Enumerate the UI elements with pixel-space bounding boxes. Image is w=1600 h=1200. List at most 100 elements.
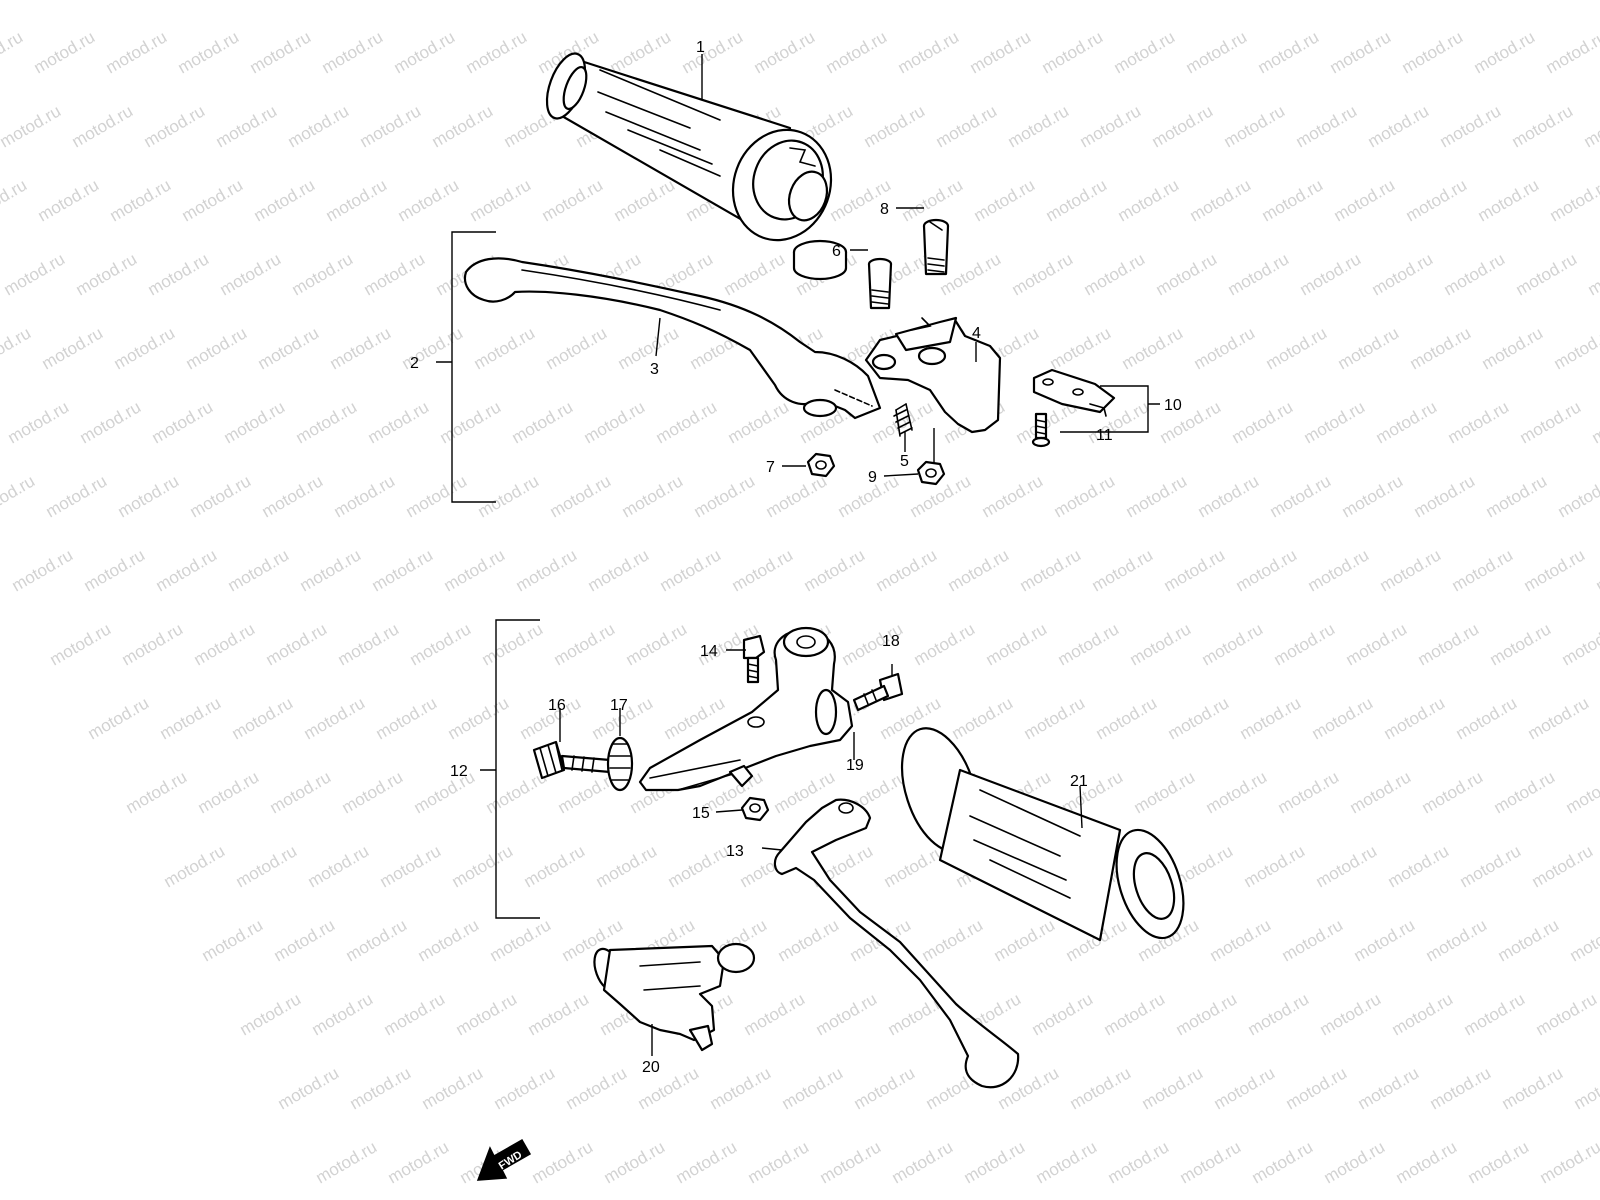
watermark-text: motod.ru	[453, 989, 521, 1039]
watermark-text: motod.ru	[547, 471, 615, 521]
watermark-text: motod.ru	[213, 101, 281, 151]
watermark-text: motod.ru	[983, 619, 1051, 669]
watermark-text: motod.ru	[301, 693, 369, 743]
watermark-text: motod.ru	[1021, 693, 1089, 743]
watermark-text: motod.ru	[1199, 619, 1267, 669]
watermark-text: motod.ru	[77, 397, 145, 447]
watermark-text: motod.ru	[721, 249, 789, 299]
watermark-text: motod.ru	[123, 767, 191, 817]
watermark-text: motod.ru	[0, 471, 38, 521]
watermark-text: motod.ru	[1081, 249, 1149, 299]
watermark-text: motod.ru	[1207, 915, 1275, 965]
watermark-text: motod.ru	[725, 397, 793, 447]
watermark-text: motod.ru	[1377, 545, 1445, 595]
watermark-text: motod.ru	[353, 0, 421, 3]
callout-19: 19	[846, 757, 864, 774]
watermark-text: motod.ru	[1347, 767, 1415, 817]
watermark-text: motod.ru	[1115, 175, 1183, 225]
watermark-text: motod.ru	[145, 249, 213, 299]
watermark-text: motod.ru	[615, 323, 683, 373]
watermark-text: motod.ru	[551, 619, 619, 669]
watermark-text: motod.ru	[65, 0, 133, 3]
watermark-text: motod.ru	[1365, 101, 1433, 151]
watermark-text: motod.ru	[509, 397, 577, 447]
watermark-text: motod.ru	[1327, 27, 1395, 77]
callout-2: 2	[410, 355, 419, 372]
callout-3: 3	[650, 361, 659, 378]
watermark-text: motod.ru	[483, 767, 551, 817]
long-bolt	[922, 218, 950, 276]
watermark-text: motod.ru	[1407, 323, 1475, 373]
adjuster-nut	[606, 736, 634, 792]
clamp-bolt	[852, 672, 904, 712]
watermark-text: motod.ru	[1101, 989, 1169, 1039]
watermark-text: motod.ru	[1305, 545, 1373, 595]
watermark-text: motod.ru	[1389, 989, 1457, 1039]
watermark-text: motod.ru	[1161, 545, 1229, 595]
watermark-text: motod.ru	[149, 397, 217, 447]
watermark-text: motod.ru	[313, 1137, 381, 1187]
watermark-text: motod.ru	[607, 27, 675, 77]
watermark-text: motod.ru	[1547, 175, 1600, 225]
watermark-text: motod.ru	[1445, 397, 1513, 447]
watermark-text: motod.ru	[0, 0, 60, 3]
watermark-text: motod.ru	[1283, 1063, 1351, 1113]
bracket-2	[436, 231, 496, 503]
watermark-text: motod.ru	[1427, 1063, 1495, 1113]
watermark-text: motod.ru	[1533, 989, 1600, 1039]
watermark-text: motod.ru	[1529, 841, 1597, 891]
watermark-text: motod.ru	[497, 0, 565, 3]
watermark-text: motod.ru	[1543, 27, 1600, 77]
watermark-text: motod.ru	[1293, 101, 1361, 151]
watermark-text: motod.ru	[1499, 1063, 1567, 1113]
watermark-text: motod.ru	[1229, 397, 1297, 447]
watermark-text: motod.ru	[471, 323, 539, 373]
watermark-text: motod.ru	[199, 915, 267, 965]
callout-13: 13	[726, 843, 744, 860]
watermark-text: motod.ru	[31, 27, 99, 77]
watermark-text: motod.ru	[1331, 175, 1399, 225]
watermark-text: motod.ru	[0, 323, 34, 373]
watermark-text: motod.ru	[1563, 767, 1600, 817]
watermark-text: motod.ru	[391, 27, 459, 77]
left-grip	[900, 727, 1185, 942]
watermark-text: motod.ru	[1339, 471, 1407, 521]
watermark-text: motod.ru	[403, 471, 471, 521]
watermark-text: motod.ru	[217, 249, 285, 299]
watermark-text: motod.ru	[873, 545, 941, 595]
watermark-text: motod.ru	[5, 397, 73, 447]
throttle-grip	[545, 52, 833, 242]
watermark-text: motod.ru	[1351, 915, 1419, 965]
watermark-text: motod.ru	[1373, 397, 1441, 447]
watermark-text: motod.ru	[479, 619, 547, 669]
watermark-text: motod.ru	[209, 0, 277, 3]
watermark-text: motod.ru	[1267, 471, 1335, 521]
watermark-text: motod.ru	[1487, 619, 1555, 669]
watermark-text: motod.ru	[1029, 989, 1097, 1039]
watermark-text: motod.ru	[707, 1063, 775, 1113]
watermark-text: motod.ru	[1437, 101, 1505, 151]
watermark-text: motod.ru	[911, 619, 979, 669]
watermark-text: motod.ru	[1449, 545, 1517, 595]
spring	[893, 403, 913, 437]
watermark-text: motod.ru	[1183, 27, 1251, 77]
watermark-text: motod.ru	[899, 175, 967, 225]
watermark-text: motod.ru	[1505, 0, 1573, 3]
leader-lines-bottom	[559, 649, 1083, 1056]
watermark-text: motod.ru	[1009, 249, 1077, 299]
watermark-text: motod.ru	[979, 471, 1047, 521]
watermark-text: motod.ru	[611, 175, 679, 225]
watermark-text: motod.ru	[305, 841, 373, 891]
watermark-text: motod.ru	[221, 397, 289, 447]
watermark-text: motod.ru	[1361, 0, 1429, 3]
watermark-text: motod.ru	[81, 545, 149, 595]
watermark-text: motod.ru	[1559, 619, 1600, 669]
watermark-text: motod.ru	[1403, 175, 1471, 225]
watermark-text: motod.ru	[195, 767, 263, 817]
watermark-text: motod.ru	[1525, 693, 1593, 743]
watermark-text: motod.ru	[1393, 1137, 1461, 1187]
watermark-text: motod.ru	[889, 1137, 957, 1187]
watermark-text: motod.ru	[1567, 915, 1600, 965]
watermark-text: motod.ru	[449, 841, 517, 891]
watermark-text: motod.ru	[319, 27, 387, 77]
